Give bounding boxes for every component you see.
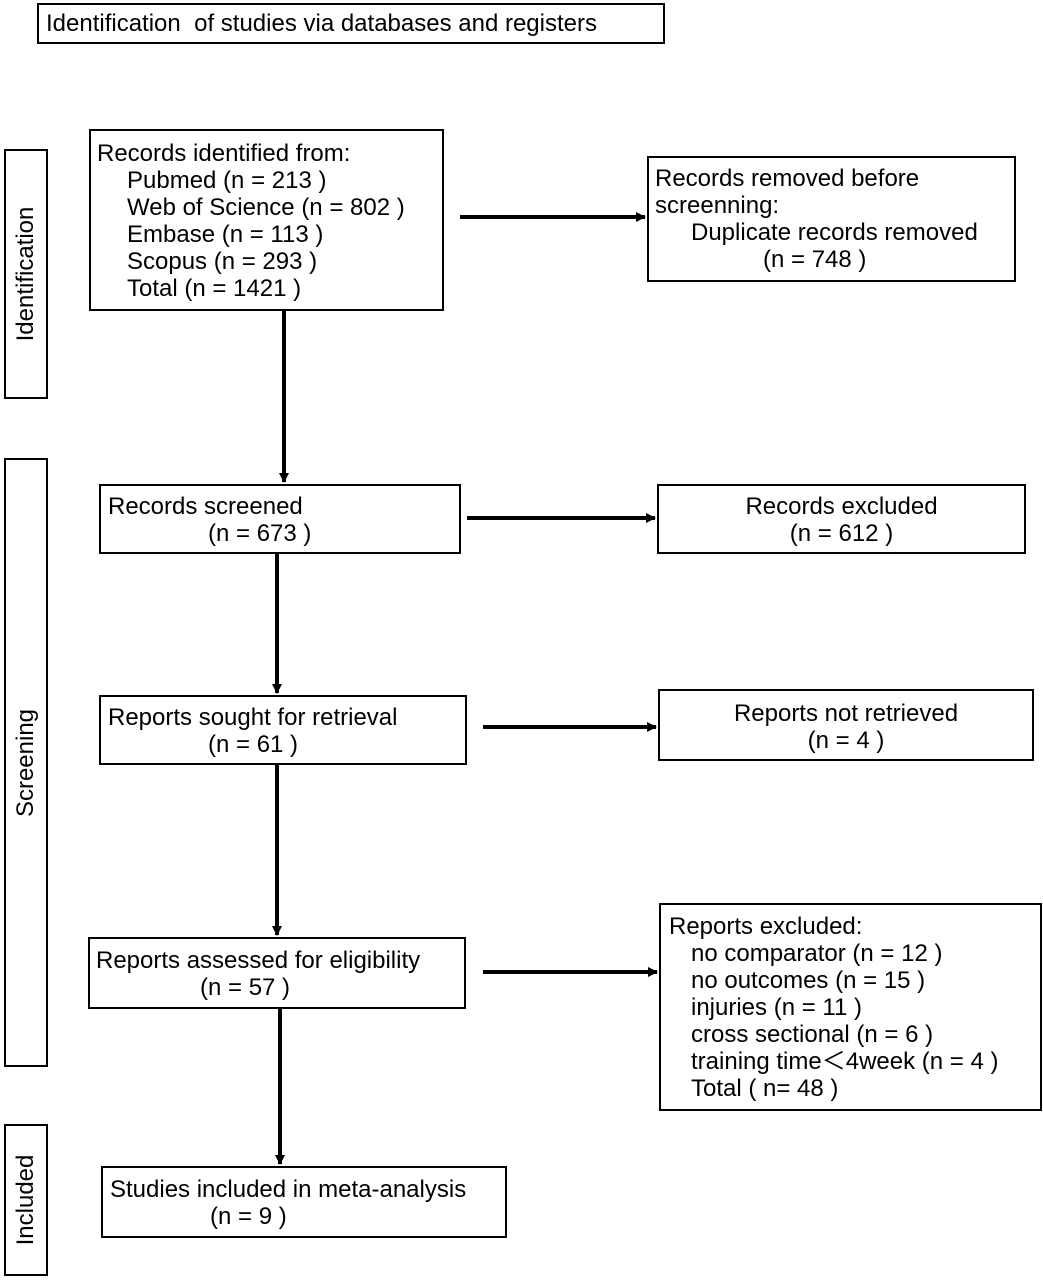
records-identified-heading: Records identified from: <box>97 140 351 167</box>
records-removed-line1: Records removed before <box>655 165 920 192</box>
source-item: Scopus (n = 293 ) <box>127 248 318 275</box>
reports-sought-count: (n = 61 ) <box>208 731 299 758</box>
studies-included-label: Studies included in meta-analysis <box>110 1176 467 1203</box>
stage-included: Included <box>4 1124 48 1276</box>
exclusion-reason: no outcomes (n = 15 ) <box>691 967 926 994</box>
reports-sought-label: Reports sought for retrieval <box>108 704 398 731</box>
reports-not-retrieved-box: Reports not retrieved (n = 4 ) <box>658 689 1034 761</box>
reports-assessed-box: Reports assessed for eligibility (n = 57… <box>88 937 466 1009</box>
studies-included-count: (n = 9 ) <box>210 1203 287 1230</box>
records-screened-count: (n = 673 ) <box>208 520 312 547</box>
studies-included-box: Studies included in meta-analysis (n = 9… <box>101 1166 507 1238</box>
records-removed-line3: Duplicate records removed <box>691 219 978 246</box>
records-removed-count: (n = 748 ) <box>763 246 867 273</box>
reports-not-retrieved-label: Reports not retrieved <box>733 700 959 727</box>
records-excluded-label: Records excluded <box>745 493 938 520</box>
records-removed-box: Records removed before screenning: Dupli… <box>647 156 1016 282</box>
reports-excluded-heading: Reports excluded: <box>669 913 863 940</box>
records-screened-label: Records screened <box>108 493 303 520</box>
diagram-title-text: Identification of studies via databases … <box>46 10 597 37</box>
stage-screening: Screening <box>4 458 48 1067</box>
exclusion-reason: injuries (n = 11 ) <box>691 994 862 1021</box>
exclusion-reason: training time＜4week (n = 4 ) <box>691 1048 999 1075</box>
records-screened-box: Records screened (n = 673 ) <box>99 484 461 554</box>
records-excluded-box: Records excluded (n = 612 ) <box>657 484 1026 554</box>
exclusion-reason: no comparator (n = 12 ) <box>691 940 943 967</box>
source-item: Total (n = 1421 ) <box>127 275 302 302</box>
exclusion-reason: Total ( n= 48 ) <box>691 1075 839 1102</box>
reports-sought-box: Reports sought for retrieval (n = 61 ) <box>99 695 467 765</box>
reports-assessed-count: (n = 57 ) <box>200 974 291 1001</box>
reports-assessed-label: Reports assessed for eligibility <box>96 947 421 974</box>
source-item: Web of Science (n = 802 ) <box>127 194 405 221</box>
records-identified-box: Records identified from: Pubmed (n = 213… <box>89 129 444 311</box>
diagram-title: Identification of studies via databases … <box>37 3 665 44</box>
records-excluded-count: (n = 612 ) <box>789 520 894 547</box>
stage-identification: Identification <box>4 149 48 399</box>
reports-not-retrieved-count: (n = 4 ) <box>807 727 885 754</box>
source-item: Embase (n = 113 ) <box>127 221 324 248</box>
source-item: Pubmed (n = 213 ) <box>127 167 327 194</box>
reports-excluded-box: Reports excluded: no comparator (n = 12 … <box>659 903 1042 1111</box>
records-removed-line2: screenning: <box>655 192 780 219</box>
exclusion-reason: cross sectional (n = 6 ) <box>691 1021 934 1048</box>
